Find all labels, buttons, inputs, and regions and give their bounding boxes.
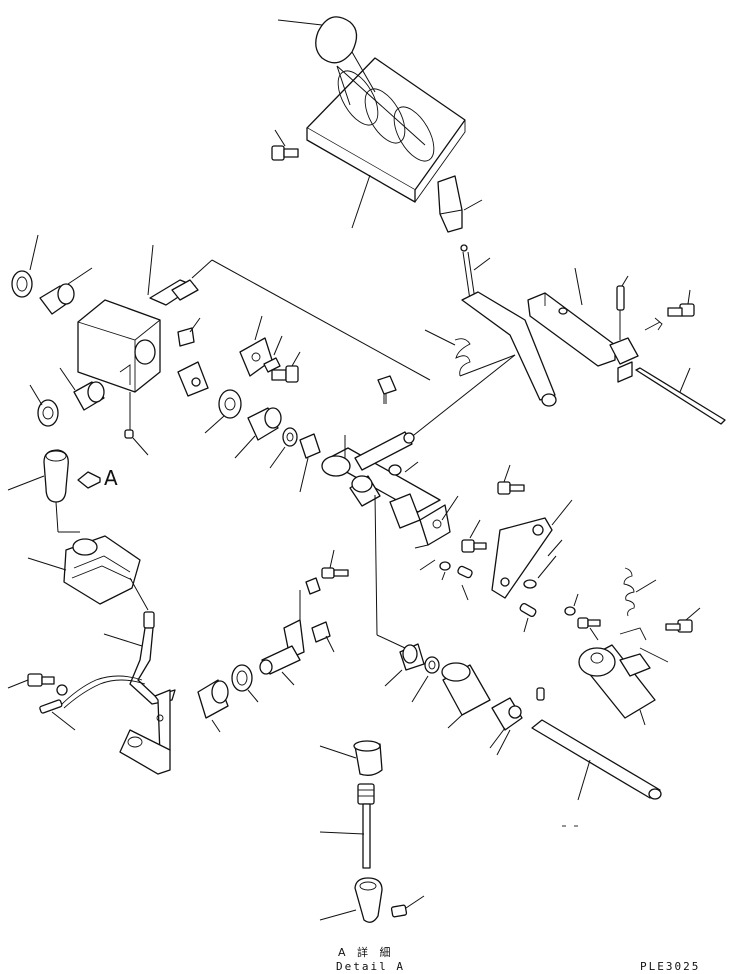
link-plate-right [491,499,573,599]
detail-a-knob-cap [319,740,383,776]
pedal-rubber-right [437,175,483,252]
small-parts-right-mid [519,593,601,641]
detail-a-knob-body [319,877,425,923]
bolt-center-small [305,549,349,595]
spring-right [623,567,657,617]
bearings-center-lower [384,643,440,703]
shift-knob [7,449,101,533]
rod-long-right [635,367,726,425]
shaft-center [321,435,441,529]
small-bolt-below-housing [124,392,149,456]
pedal-lever-arm [461,251,557,407]
bracket-right [527,267,639,383]
detail-a-shaft [319,783,375,869]
grease-fitting [377,375,397,404]
pedal-pad-top [277,16,358,64]
spring-pedal [394,329,516,451]
view-arrow-label: A [104,466,118,490]
plate-bracket-center [239,315,283,377]
bolt-right-upper [644,289,695,331]
washer-top-left [11,234,39,298]
pin-vertical-right [616,275,629,340]
detail-label-jp: A 詳 細 [338,946,395,959]
shift-lever-rod [103,611,176,775]
bushing-top-left [39,267,93,315]
control-housing [77,244,431,393]
bolts-center-right [419,464,525,601]
drawing-number: PLE3025 [640,960,701,973]
clevis-center-lower [489,697,523,756]
cable-left [39,675,146,731]
plate-center-right [414,495,459,549]
shift-boot [27,535,149,611]
bracket-post-center [259,590,335,686]
bearing-left-upper [59,367,105,411]
tube-long-lower [531,719,662,801]
pedal-mat-plate [306,51,466,229]
bolt-left-lower [7,673,68,696]
bearings-center-upper [204,389,321,493]
collar-center-lower [441,662,491,729]
pin-small-lower [536,687,545,701]
actuator-cylinder [578,644,656,726]
lever-arm-center [354,431,419,476]
vertical-leader-center [374,494,406,649]
small-parts-housing [177,317,209,397]
bolt-top-left [271,129,299,161]
seal-left-upper [29,384,59,427]
bolt-center-upper [271,351,301,383]
bolt-right-mid [619,607,701,663]
bushings-left-lower [197,664,259,733]
detail-label-en: Detail A [336,960,405,973]
